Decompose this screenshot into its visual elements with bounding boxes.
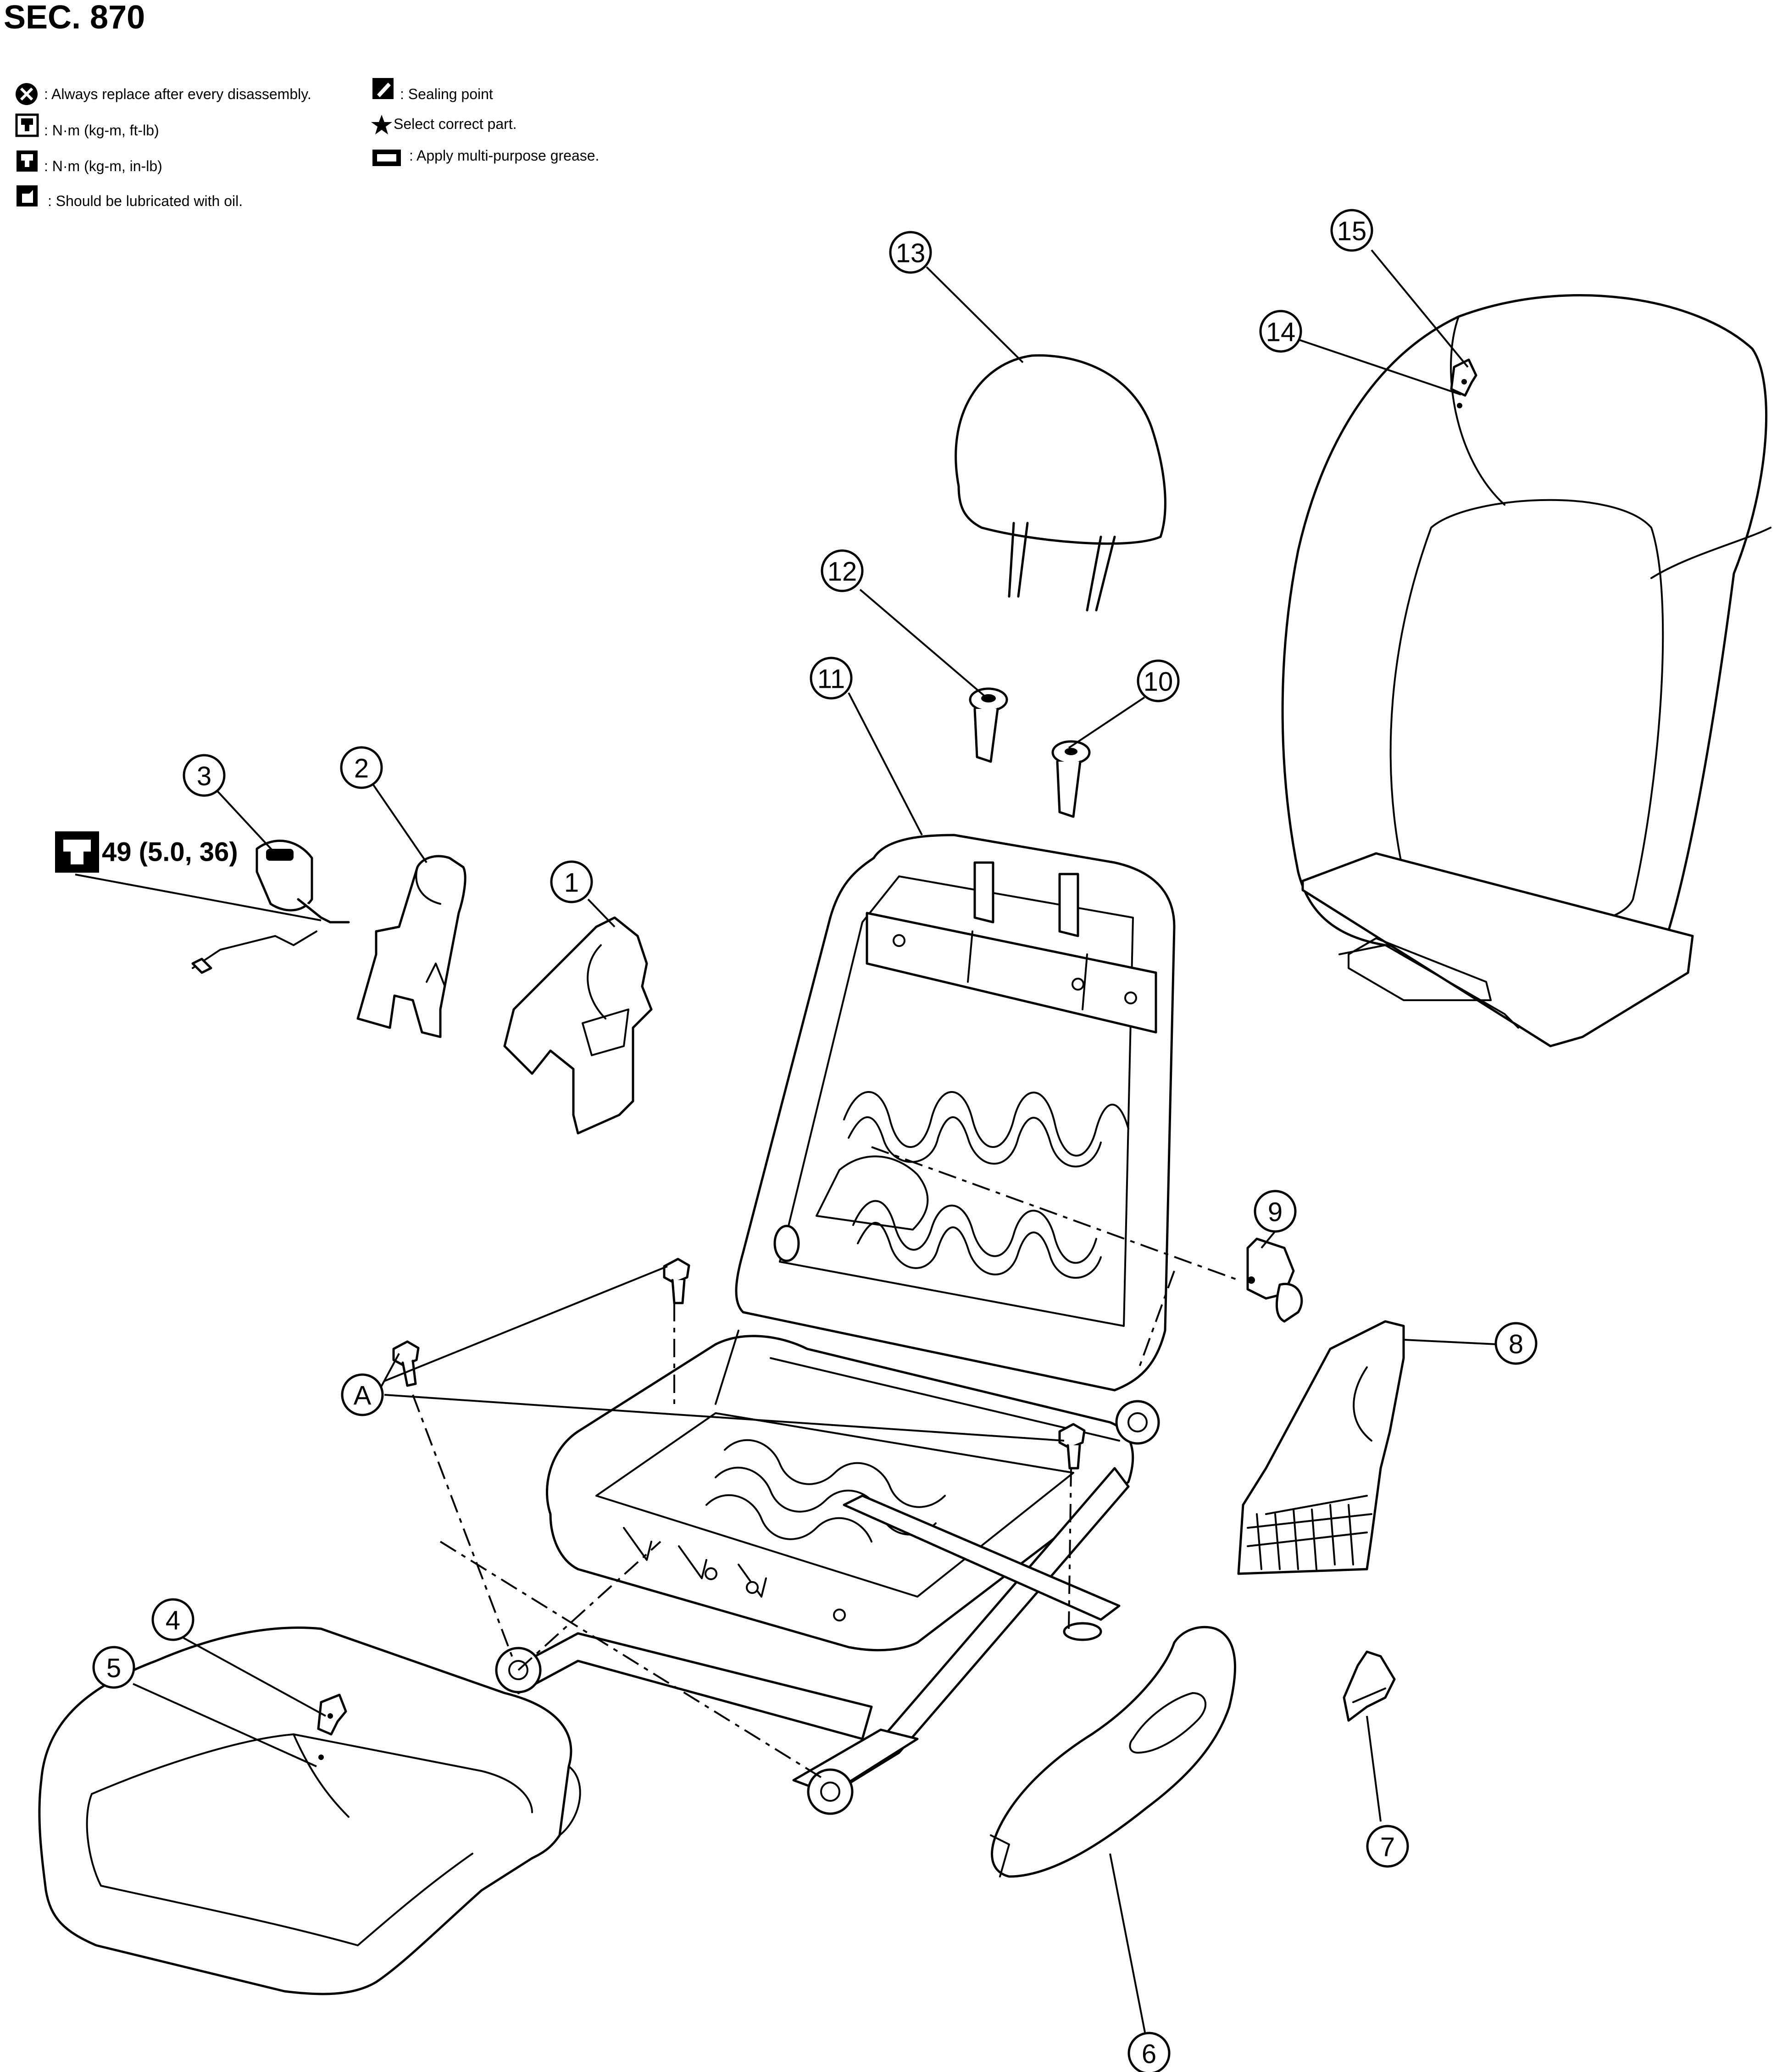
svg-text:3: 3 [197,762,211,791]
headrest [955,354,1166,612]
svg-text:5: 5 [106,1654,121,1683]
inner-side-cover [356,855,466,1038]
svg-text:7: 7 [1380,1832,1395,1862]
svg-text:14: 14 [1266,317,1296,347]
svg-text:6: 6 [1142,2039,1156,2069]
sealing-point-icon [372,78,394,99]
svg-text:A: A [354,1381,372,1411]
callout-5: 5 [92,1646,135,1689]
torque-wrench-inlb-icon [17,150,38,172]
replace-x-icon [16,83,38,105]
svg-text:2: 2 [354,754,369,784]
callout-4: 4 [151,1598,194,1641]
callout-1: 1 [550,860,593,903]
headrest-holder-lock [1051,740,1091,818]
torque-wrench-icon [15,113,39,137]
legend-text-sealing: : Sealing point [400,86,493,102]
svg-text:9: 9 [1268,1198,1283,1227]
callout-15: 15 [1330,209,1373,252]
bolt-rear-right [1058,1423,1086,1470]
hog-ring-clip [1450,358,1477,408]
svg-text:15: 15 [1337,217,1367,246]
legend-text-inlb: : N·m (kg-m, in-lb) [44,158,162,174]
bolt-rear-left [663,1258,690,1304]
seat-cushion-frame [546,1330,1160,1652]
seatback-frame [735,834,1176,1392]
seat-clip [1246,1237,1303,1323]
callout-11: 11 [810,657,853,700]
svg-text:1: 1 [564,868,579,898]
legend: : Always replace after every disassembly… [15,78,599,209]
callout-2: 2 [340,746,383,789]
svg-text:13: 13 [896,239,926,268]
callout-14: 14 [1259,310,1302,353]
oil-can-icon [17,185,38,206]
legend-text-grease: : Apply multi-purpose grease. [409,147,599,164]
callout-13: 13 [889,231,932,274]
callout-10: 10 [1137,659,1180,702]
inner-cover-left [503,916,653,1135]
inner-side-cover-right [1237,1320,1405,1575]
svg-text:4: 4 [166,1606,180,1636]
callout-12: 12 [821,549,864,592]
callout-8: 8 [1494,1322,1538,1365]
callout-7: 7 [1366,1825,1409,1868]
callout-6: 6 [1127,2032,1171,2072]
seat-slide-rails [495,1467,1130,1815]
torque-wrench-icon [55,831,99,873]
svg-text:12: 12 [827,557,857,587]
seatback-trim [1281,294,1771,1047]
callout-9: 9 [1254,1190,1297,1233]
seatback-spring [843,1091,1129,1279]
legend-text-ftlb: : N·m (kg-m, ft-lb) [44,122,159,139]
callout-A: A [341,1373,384,1416]
outer-side-cover [990,1626,1236,1878]
leader-lines [133,249,1498,2042]
callout-3: 3 [183,754,226,797]
legend-text-select: Select correct part. [394,116,517,132]
svg-text:11: 11 [817,664,845,694]
svg-text:10: 10 [1144,667,1173,697]
bolt-front-left [392,1340,420,1387]
svg-text:8: 8 [1509,1330,1523,1359]
seat-belt-buckle [191,840,350,974]
star-icon [371,115,392,134]
grease-icon [372,150,401,166]
section-title: SEC. 870 [4,0,145,36]
legend-text-oil: : Should be lubricated with oil. [48,193,243,209]
seat-cushion-trim [38,1626,581,1995]
headrest-holder-free [969,687,1008,763]
side-cover-bracket [1343,1650,1396,1722]
torque-spec: 49 (5.0, 36) [102,837,238,867]
legend-text-replace: : Always replace after every disassembly… [44,86,311,102]
